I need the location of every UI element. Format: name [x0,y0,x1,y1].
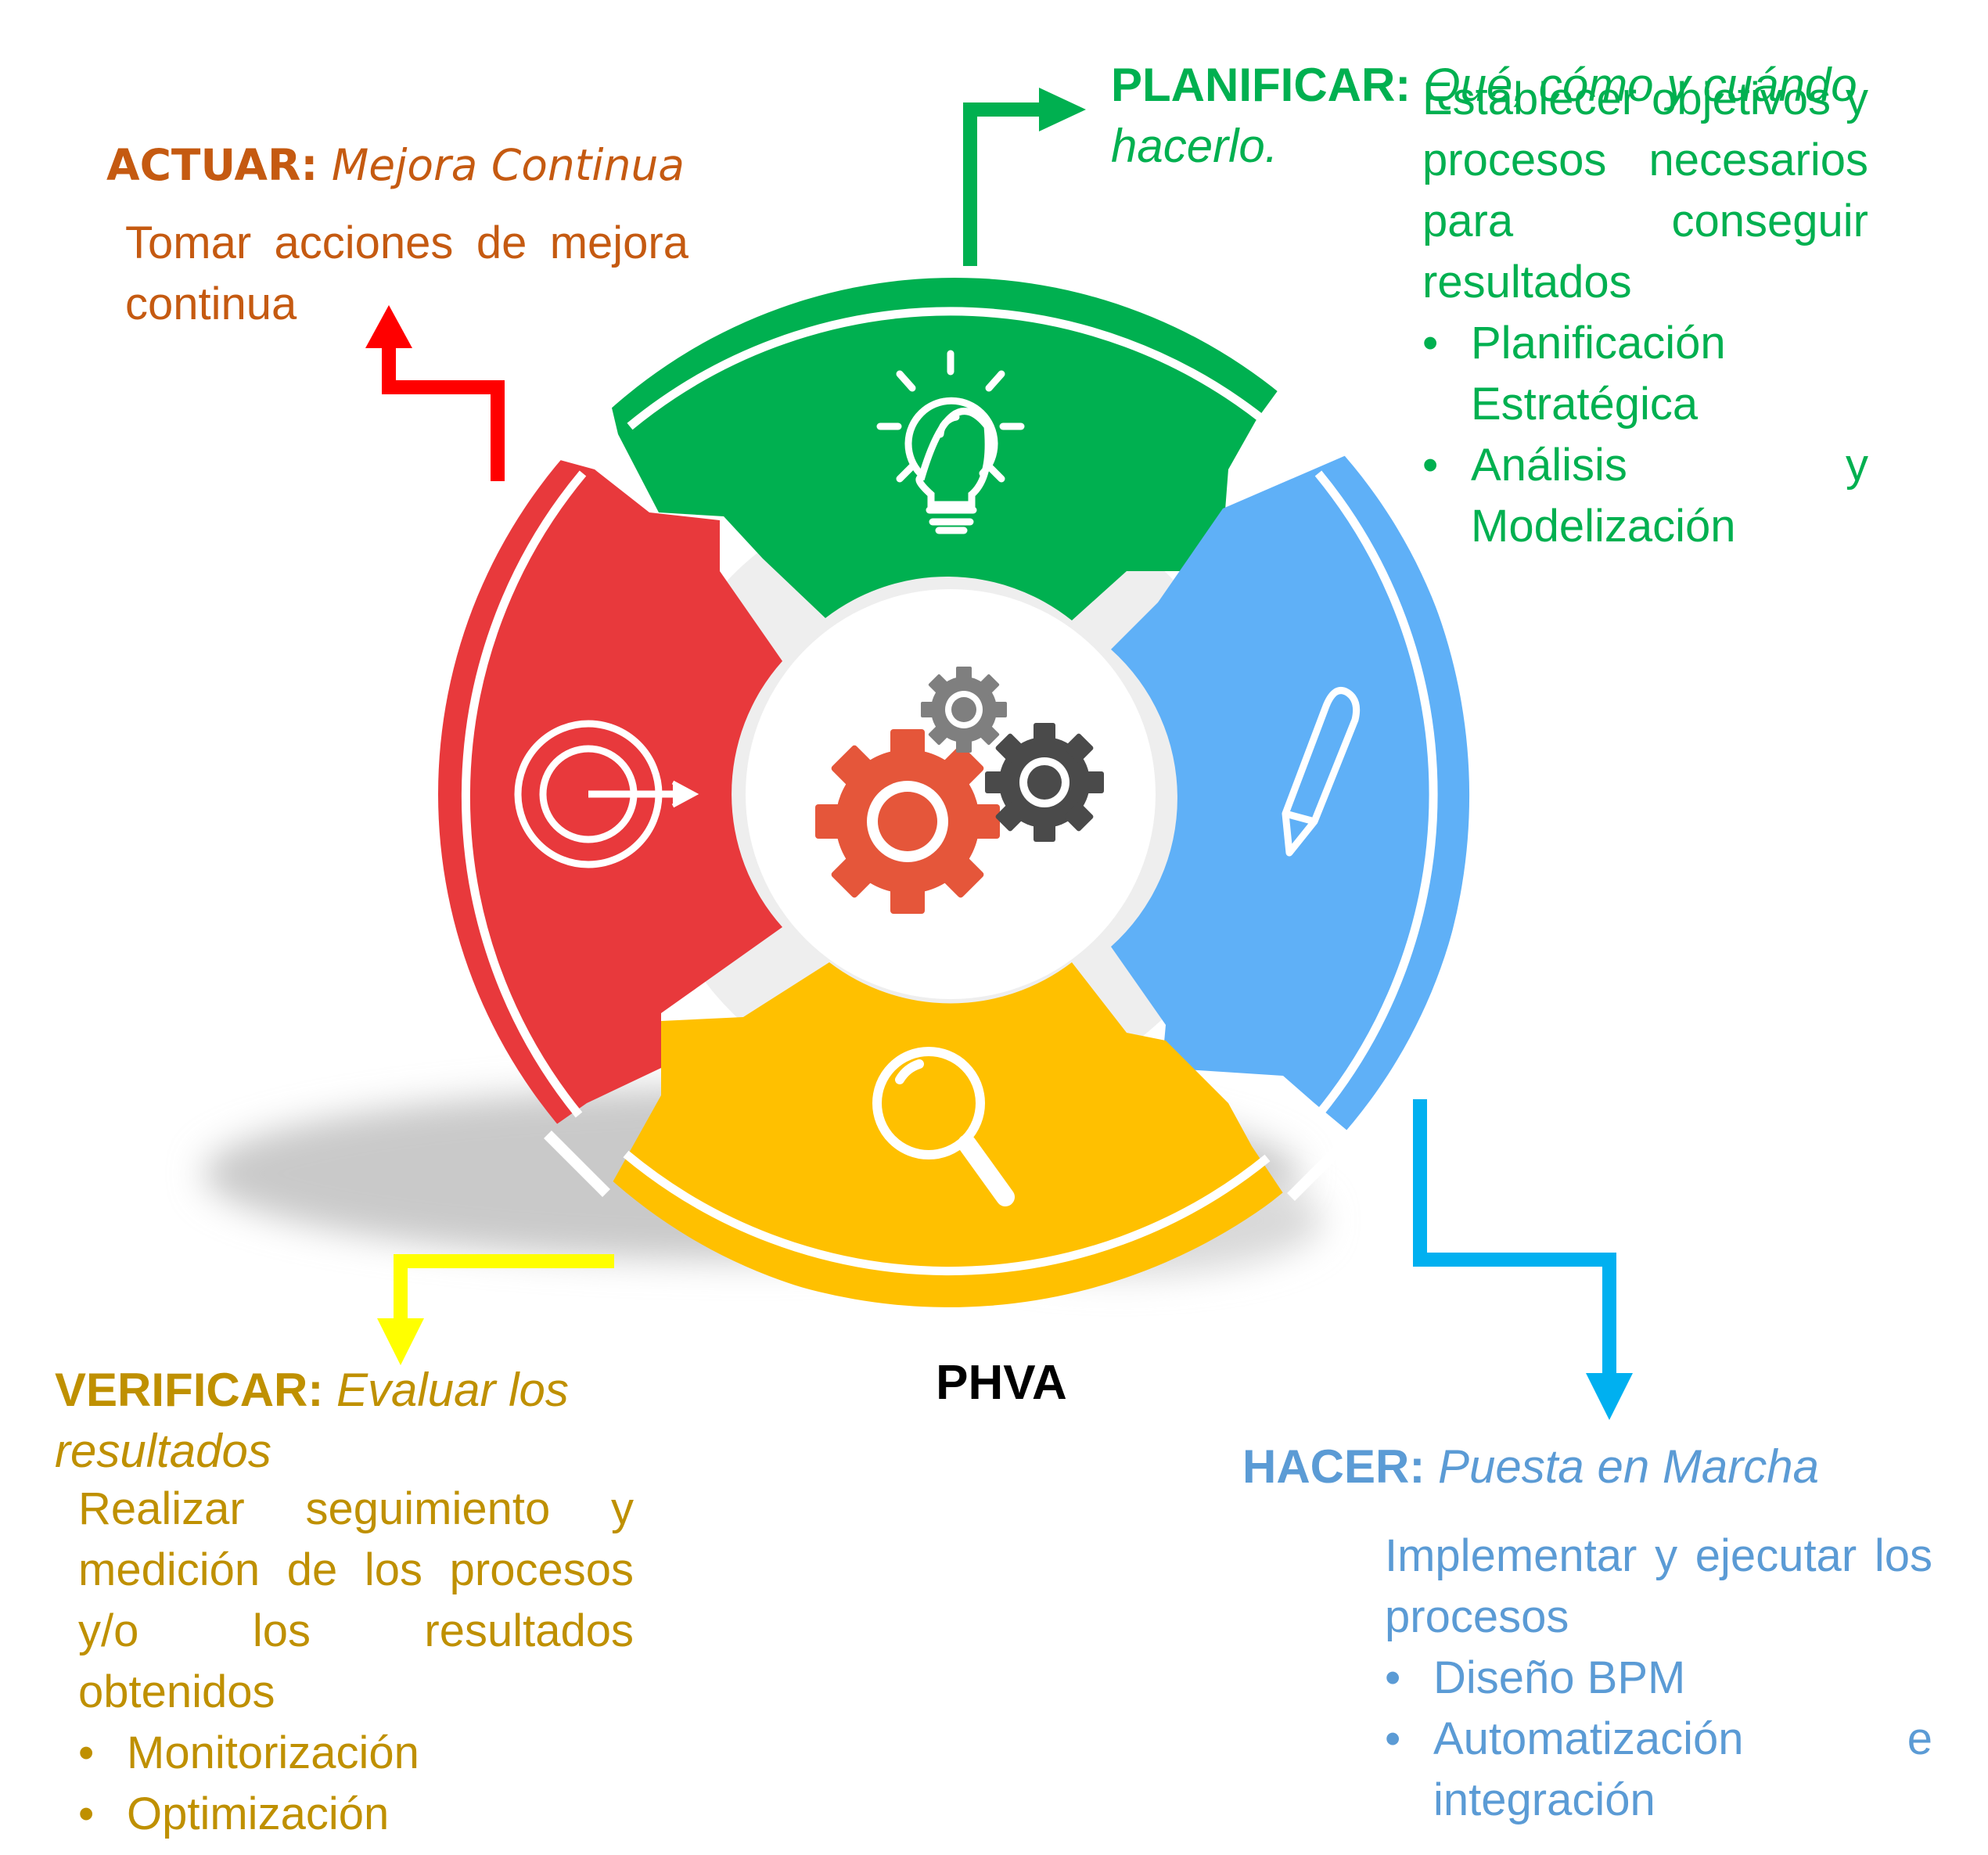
gear-grey-icon [921,667,1007,753]
hacer-bullet: Diseño BPM [1385,1648,1932,1709]
phva-label: PHVA [936,1356,1067,1410]
actuar-description: Tomar acciones de mejora continua [125,217,688,329]
verificar-heading: VERIFICAR: Evaluar los resultados [55,1360,649,1482]
hacer-white-arc [1314,470,1438,1118]
actuar-label: ACTUAR: [106,140,318,190]
verificar-bullet: Monitorización [78,1723,634,1784]
planificar-segment [607,278,1283,620]
verificar-white-arc [623,1150,1271,1276]
magnifier-icon [872,1047,1015,1206]
verificar-bullet-list: Monitorización Optimización [78,1723,634,1845]
verificar-arrow [377,1254,614,1365]
target-icon [514,720,699,868]
planificar-label: PLANIFICAR: [1111,59,1411,111]
gap-top-left [543,379,607,454]
gear-orange-icon [815,729,1000,914]
gears-icon [815,667,1104,914]
hacer-bullet-list: Diseño BPM Automatización e integración [1385,1648,1932,1831]
planificar-heading: PLANIFICAR: Qué, cómo y cuándo hacerlo. [1111,55,1956,177]
lightbulb-icon [876,350,1025,534]
actuar-arrow [365,305,505,481]
actuar-heading: ACTUAR: Mejora Continua [106,138,811,192]
gap-top-right [1286,379,1350,454]
planificar-bullet: Análisis y Modelización [1422,435,1868,557]
verificar-subtitle: Evaluar los resultados [55,1364,569,1477]
gap-bottom-left [544,1131,610,1197]
planificar-white-arc [627,307,1274,430]
planificar-description-block: Establecer objetivos y procesos necesari… [1422,69,1868,557]
gap-bottom-right [1287,1134,1353,1201]
verificar-bullet: Optimización [78,1784,634,1845]
hacer-arrow [1413,1099,1633,1420]
gear-dark-icon [985,723,1104,842]
actuar-subtitle: Mejora Continua [331,140,685,190]
hacer-label: HACER: [1242,1440,1425,1493]
hacer-description-block: Implementar y ejecutar los procesos Dise… [1385,1526,1932,1831]
pencil-icon [1282,687,1361,857]
hacer-bullet: Automatización e integración [1385,1709,1932,1831]
hacer-subtitle: Puesta en Marcha [1438,1440,1819,1493]
segment-gaps [543,379,1353,1201]
verificar-segment [609,962,1283,1307]
planificar-subtitle: Qué, cómo y cuándo hacerlo. [1111,59,1857,172]
hacer-heading: HACER: Puesta en Marcha [1242,1436,1947,1497]
ring-separators [461,307,1438,1276]
verificar-description: Realizar seguimiento y medición de los p… [78,1483,634,1717]
planificar-bullet-list: Planificación Estratégica Análisis y Mod… [1422,313,1868,557]
planificar-description: Establecer objetivos y procesos necesari… [1422,74,1868,307]
verificar-label: VERIFICAR: [55,1364,324,1416]
verificar-description-block: Realizar seguimiento y medición de los p… [78,1479,634,1845]
planificar-bullet: Planificación Estratégica [1422,313,1868,435]
planificar-arrow [963,88,1086,266]
actuar-white-arc [461,470,587,1118]
hacer-description: Implementar y ejecutar los procesos [1385,1530,1932,1642]
